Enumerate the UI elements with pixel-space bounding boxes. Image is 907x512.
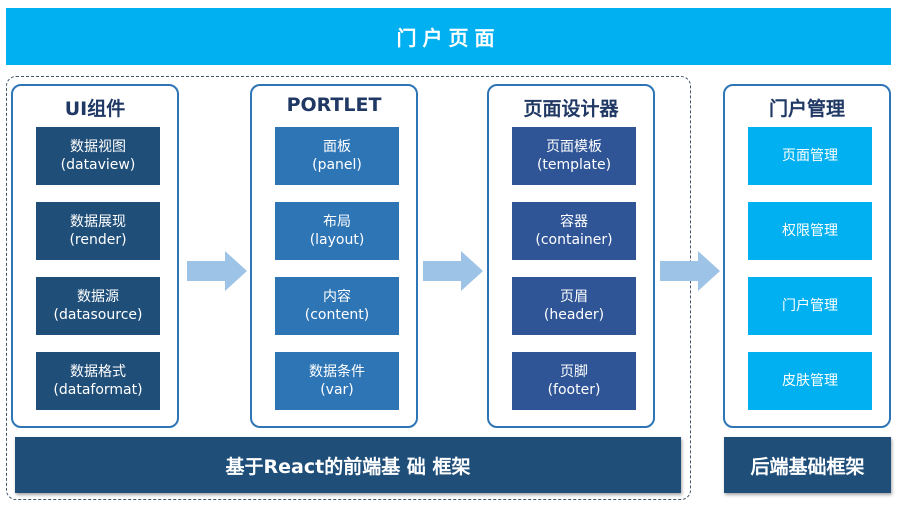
component-code: (template) — [536, 157, 612, 173]
panel-portal-management: 门户管理 页面管理 权限管理 门户管理 皮肤管理 — [723, 84, 891, 428]
component-box: 内容 (content) — [275, 277, 399, 335]
component-box: 布局 (layout) — [275, 202, 399, 260]
frontend-boundary — [6, 76, 691, 500]
component-name: 内容 — [323, 289, 351, 305]
component-code: (datasource) — [53, 307, 143, 323]
component-box: 门户管理 — [748, 277, 872, 335]
backend-framework-bar: 后端基础框架 — [724, 437, 891, 493]
component-name: 布局 — [323, 214, 351, 230]
component-box: 数据视图 (dataview) — [36, 127, 160, 185]
component-code: (dataview) — [60, 157, 136, 173]
component-box: 页眉 (header) — [512, 277, 636, 335]
component-name: 权限管理 — [782, 223, 838, 239]
panel-title: PORTLET — [286, 94, 382, 116]
component-box: 数据条件 (var) — [275, 352, 399, 410]
panel-title: 门户管理 — [768, 98, 845, 120]
component-name: 页面管理 — [782, 148, 838, 164]
component-code: (header) — [543, 307, 605, 323]
component-box: 容器 (container) — [512, 202, 636, 260]
component-box: 页面管理 — [748, 127, 872, 185]
component-code: (panel) — [312, 157, 362, 173]
component-name: 数据格式 — [70, 364, 126, 380]
component-box: 页脚 (footer) — [512, 352, 636, 410]
component-name: 页眉 — [560, 289, 588, 305]
component-name: 页面模板 — [546, 139, 602, 155]
page-title: 门户页面 — [396, 26, 501, 50]
component-code: (content) — [304, 307, 370, 323]
flow-arrow-icon — [187, 251, 247, 291]
component-name: 皮肤管理 — [782, 373, 838, 389]
component-code: (dataformat) — [53, 382, 143, 398]
panel-portlet: PORTLET 面板 (panel) 布局 (layout) 内容 (conte… — [250, 84, 418, 428]
flow-arrow-icon — [423, 251, 483, 291]
component-box: 数据格式 (dataformat) — [36, 352, 160, 410]
flow-arrow-icon — [660, 251, 720, 291]
component-name: 数据源 — [77, 289, 119, 305]
component-box: 数据展现 (render) — [36, 202, 160, 260]
page-title-banner: 门户页面 — [6, 8, 891, 65]
component-code: (footer) — [547, 382, 601, 398]
component-box: 权限管理 — [748, 202, 872, 260]
component-name: 容器 — [560, 214, 588, 230]
component-name: 面板 — [323, 139, 351, 155]
component-box: 数据源 (datasource) — [36, 277, 160, 335]
panel-ui-components: UI组件 数据视图 (dataview) 数据展现 (render) 数据源 (… — [11, 84, 179, 428]
component-name: 数据展现 — [70, 214, 126, 230]
component-code: (container) — [535, 232, 613, 248]
frontend-framework-label: 基于React的前端基 础 框架 — [225, 455, 471, 478]
frontend-framework-bar: 基于React的前端基 础 框架 — [15, 437, 681, 493]
component-name: 页脚 — [560, 364, 588, 380]
component-code: (render) — [69, 232, 127, 248]
component-code: (layout) — [309, 232, 365, 248]
component-box: 皮肤管理 — [748, 352, 872, 410]
panel-page-designer: 页面设计器 页面模板 (template) 容器 (container) 页眉 … — [487, 84, 655, 428]
component-name: 数据视图 — [70, 139, 126, 155]
component-name: 数据条件 — [309, 364, 365, 380]
backend-framework-label: 后端基础框架 — [750, 455, 865, 478]
component-code: (var) — [320, 382, 354, 398]
panel-title: UI组件 — [64, 98, 126, 120]
panel-title: 页面设计器 — [523, 98, 619, 120]
component-box: 面板 (panel) — [275, 127, 399, 185]
component-box: 页面模板 (template) — [512, 127, 636, 185]
component-name: 门户管理 — [782, 298, 838, 314]
